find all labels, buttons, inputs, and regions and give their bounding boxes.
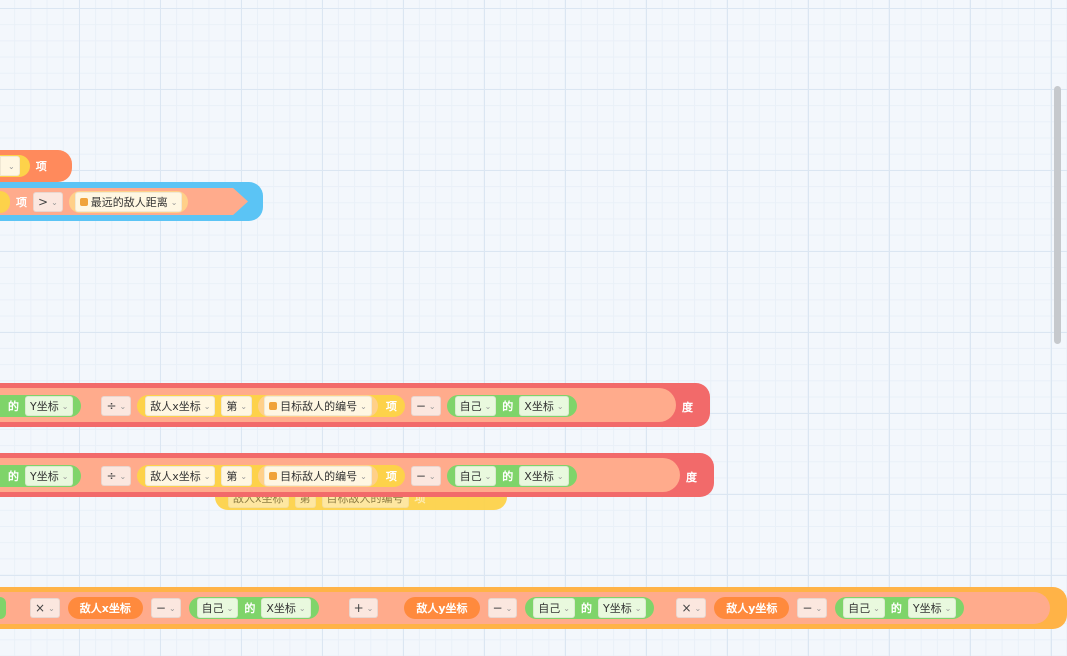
nth-dropdown[interactable]: 第⌄ [221, 466, 253, 486]
minus-operator[interactable]: −⌄ [410, 396, 441, 416]
compare-operator[interactable]: >⌄ [33, 192, 63, 212]
chevron-down-icon: ⌄ [203, 471, 211, 481]
chevron-down-icon: ⌄ [815, 603, 823, 613]
item-word: 项 [16, 196, 27, 209]
chevron-down-icon: ⌄ [428, 401, 436, 411]
self-x-pill: 自己⌄ 的 X坐标⌄ [188, 597, 319, 619]
lock-icon [269, 472, 278, 480]
chevron-down-icon: ⌄ [505, 603, 513, 613]
y-coord-dropdown[interactable]: Y坐标⌄ [25, 466, 74, 486]
self-dropdown[interactable]: 自己⌄ [454, 466, 497, 486]
self-y-pill: 自己⌄ 的 Y坐标⌄ [525, 597, 655, 619]
chevron-down-icon: ⌄ [61, 471, 69, 481]
index-pill[interactable] [0, 191, 10, 213]
chevron-down-icon: ⌄ [563, 603, 570, 613]
index-pill[interactable]: ⌄ [0, 155, 30, 177]
chevron-down-icon: ⌄ [203, 401, 211, 411]
left-green-pill [0, 597, 6, 619]
self-y-pill: 的 Y坐标⌄ [0, 395, 82, 417]
self-x-pill: 自己⌄ 的 X坐标⌄ [446, 395, 577, 417]
lock-icon [269, 402, 278, 410]
variable-farthest-distance[interactable]: 最远的敌人距离⌄ [74, 192, 183, 212]
distance-row: ×⌄ 敌人x坐标 −⌄ 自己⌄ 的 X坐标⌄ +⌄ 敌人y坐标 −⌄ 自己⌄ 的… [0, 597, 974, 619]
y-coord-dropdown[interactable]: Y坐标⌄ [907, 598, 957, 618]
self-dropdown[interactable]: 自己⌄ [196, 598, 239, 618]
target-index-wrapper: 目标敌人的编号⌄ [258, 465, 378, 487]
chevron-down-icon: ⌄ [240, 471, 248, 481]
chevron-down-icon: ⌄ [61, 401, 69, 411]
degree-label: 度 [682, 401, 693, 414]
enemy-x-var[interactable]: 敌人x坐标 [67, 597, 143, 619]
x-coord-dropdown[interactable]: X坐标⌄ [519, 396, 569, 416]
math-row-2: 的 Y坐标⌄ ÷⌄ 敌人x坐标⌄ 第⌄ 目标敌人的编号⌄ 项 −⌄ 自己⌄ 的 … [0, 465, 587, 487]
chevron-down-icon: ⌄ [170, 197, 178, 207]
y-coord-dropdown[interactable]: Y坐标⌄ [598, 598, 647, 618]
self-dropdown[interactable]: 自己⌄ [843, 598, 885, 618]
list-item-row: ⌄ 项 [0, 153, 57, 179]
nth-dropdown[interactable]: 第⌄ [221, 396, 253, 416]
minus-operator[interactable]: −⌄ [797, 598, 828, 618]
chevron-down-icon: ⌄ [634, 603, 642, 613]
chevron-down-icon: ⌄ [360, 401, 367, 411]
enemy-y-var[interactable]: 敌人y坐标 [404, 597, 480, 619]
enemy-x-pill: 敌人x坐标⌄ 第⌄ 目标敌人的编号⌄ 项 [137, 395, 405, 417]
variable-wrapper: 最远的敌人距离⌄ [68, 191, 189, 213]
chevron-down-icon: ⌄ [119, 401, 127, 411]
enemy-y-var[interactable]: 敌人y坐标 [714, 597, 790, 619]
enemy-x-dropdown[interactable]: 敌人x坐标⌄ [145, 466, 216, 486]
condition-row: 项 >⌄ 最远的敌人距离⌄ [0, 190, 198, 214]
chevron-down-icon: ⌄ [360, 471, 367, 481]
chevron-down-icon: ⌄ [944, 603, 952, 613]
chevron-down-icon: ⌄ [873, 603, 880, 613]
times-operator[interactable]: ×⌄ [30, 598, 60, 618]
degree-label: 度 [686, 471, 697, 484]
vertical-scrollbar[interactable] [1054, 86, 1061, 344]
self-dropdown[interactable]: 自己⌄ [454, 396, 497, 416]
self-x-pill: 自己⌄ 的 X坐标⌄ [446, 465, 577, 487]
lock-icon [79, 198, 88, 206]
enemy-x-pill: 敌人x坐标⌄ 第⌄ 目标敌人的编号⌄ 项 [137, 465, 405, 487]
chevron-down-icon: ⌄ [298, 603, 306, 613]
minus-operator[interactable]: −⌄ [410, 466, 441, 486]
times-operator[interactable]: ×⌄ [676, 598, 707, 618]
chevron-down-icon: ⌄ [366, 603, 374, 613]
chevron-down-icon: ⌄ [48, 603, 55, 613]
x-coord-dropdown[interactable]: X坐标⌄ [261, 598, 311, 618]
item-word: 项 [35, 160, 47, 173]
divide-operator[interactable]: ÷⌄ [101, 466, 132, 486]
chevron-down-icon: ⌄ [556, 471, 564, 481]
chevron-down-icon: ⌄ [119, 471, 127, 481]
y-coord-dropdown[interactable]: Y坐标⌄ [25, 396, 74, 416]
chevron-down-icon: ⌄ [168, 603, 176, 613]
plus-operator[interactable]: +⌄ [348, 598, 379, 618]
chevron-down-icon: ⌄ [51, 197, 58, 207]
chevron-down-icon: ⌄ [240, 401, 248, 411]
chevron-down-icon: ⌄ [556, 401, 564, 411]
x-coord-dropdown[interactable]: X坐标⌄ [519, 466, 569, 486]
target-index-dropdown[interactable]: 目标敌人的编号⌄ [264, 396, 372, 416]
chevron-down-icon: ⌄ [484, 401, 492, 411]
target-index-dropdown[interactable]: 目标敌人的编号⌄ [264, 466, 372, 486]
chevron-down-icon: ⌄ [428, 471, 436, 481]
self-y-pill: 的 Y坐标⌄ [0, 465, 82, 487]
chevron-down-icon: ⌄ [8, 161, 15, 171]
minus-operator[interactable]: −⌄ [150, 598, 181, 618]
chevron-down-icon: ⌄ [226, 603, 234, 613]
divide-operator[interactable]: ÷⌄ [101, 396, 132, 416]
chevron-down-icon: ⌄ [694, 603, 702, 613]
dropdown-slot[interactable]: ⌄ [0, 156, 20, 176]
chevron-down-icon: ⌄ [484, 471, 492, 481]
self-dropdown[interactable]: 自己⌄ [533, 598, 575, 618]
math-row-1: 的 Y坐标⌄ ÷⌄ 敌人x坐标⌄ 第⌄ 目标敌人的编号⌄ 项 −⌄ 自己⌄ 的 … [0, 395, 587, 417]
minus-operator[interactable]: −⌄ [487, 598, 518, 618]
self-y-pill: 自己⌄ 的 Y坐标⌄ [835, 597, 965, 619]
target-index-wrapper: 目标敌人的编号⌄ [258, 395, 378, 417]
enemy-x-dropdown[interactable]: 敌人x坐标⌄ [145, 396, 216, 416]
